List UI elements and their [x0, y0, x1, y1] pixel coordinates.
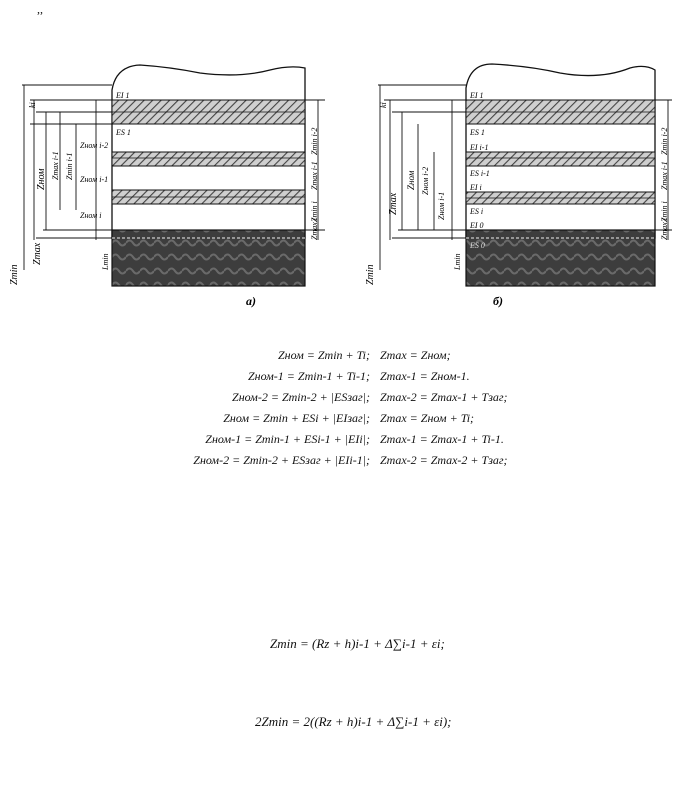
figure-a-inner-znom-1: Zном i-1 — [80, 175, 108, 184]
equation-left: Zном-1 = Zmin-1 + Ti-1; — [247, 369, 370, 383]
equation-row: Zном = Zmin + ESi + |EIзаг|; Zmax = Zном… — [140, 408, 560, 429]
equation-row: Zном-1 = Zmin-1 + Ti-1; Zmax-1 = Zном-1. — [140, 366, 560, 387]
equation-right: Zmax = Zном + Ti; — [380, 411, 475, 425]
figure-a-right-2: Zmax i-1 — [310, 161, 319, 190]
equation-row: Zном-1 = Zmin-1 + ESi-1 + |EIi|; Zmax-1 … — [140, 429, 560, 450]
equation-left: Zном = Zmin + Ti; — [277, 348, 370, 362]
equation-right: Zmax-1 = Zmax-1 + Ti-1. — [380, 432, 504, 446]
figure-b-dim-ki: ki — [379, 102, 388, 108]
equation-right: Zmax-2 = Zmax-1 + Tзаг; — [380, 390, 508, 404]
top-mark: ,, — [37, 2, 43, 16]
figure-b-inner-es-i-1: ES i-1 — [469, 169, 490, 178]
figure-a-inner-znom: Zном i — [80, 211, 101, 220]
figure-a-label-znom: Zном — [36, 168, 47, 190]
figure-b-inner-ei-1: EI 1 — [469, 91, 484, 100]
figure-b-label-znom-i-1: Zном i-1 — [437, 192, 446, 220]
formula-2zmin: 2Zmin = 2((Rz + h)i-1 + Δ∑i-1 + εi); — [255, 714, 452, 729]
figure-a-label: а) — [246, 294, 256, 308]
equation-row: Zном = Zmin + Ti; Zmax = Zном; — [140, 345, 560, 366]
figure-b-label: б) — [493, 294, 503, 308]
figure-a-hatch-2 — [111, 151, 306, 167]
figure-b-inner-ei-i-1: EI i-1 — [469, 143, 488, 152]
figure-b: Zmin Zmax Zном Zном i-2 Zном i-1 Zmin i-… — [365, 63, 672, 308]
figure-a-right-1: Zmin i-2 — [310, 128, 319, 155]
figure-a-inner-ei: EI 1 — [115, 91, 130, 100]
figure-b-inner-es-0: ES 0 — [469, 241, 485, 250]
figure-a-inner-es: ES 1 — [115, 128, 131, 137]
figure-b-right-2: Zmax i-1 — [660, 161, 669, 190]
figure-b-right-4: Zmax i — [660, 218, 669, 240]
figure-b-inner-es-1: ES 1 — [469, 128, 485, 137]
equation-row: Zном-2 = Zmin-2 + ESзаг + |EIi-1|; Zmax-… — [140, 450, 560, 471]
figure-a-dark-block — [111, 229, 306, 287]
figure-a-inner-znom-2: Zном i-2 — [80, 141, 108, 150]
figure-b-right-1: Zmin i-2 — [660, 128, 669, 155]
figure-b-label-zmax: Zmax — [388, 192, 399, 215]
figure-a-label-zmin: Zmin — [9, 264, 20, 285]
figure-a-dim-lmin: Lmin — [101, 254, 110, 271]
equation-right: Zmax-2 = Zmax-2 + Tзаг; — [380, 453, 508, 467]
figure-b-hatch-2 — [465, 151, 656, 167]
figure-a-label-zmax-i-1: Zmax i-1 — [51, 151, 60, 180]
figures-svg: Zmin Zmax Zном Zmax i-1 Zmin i-1 Zmin i-… — [9, 63, 672, 308]
figure-b-label-zmin: Zmin — [365, 264, 376, 285]
figure-b-dark-block — [465, 229, 656, 287]
equation-row: Zном-2 = Zmin-2 + |ESзаг|; Zmax-2 = Zmax… — [140, 387, 560, 408]
figure-a-label-zmax: Zmax — [32, 242, 43, 265]
equation-left: Zном-2 = Zmin-2 + ESзаг + |EIi-1|; — [193, 453, 370, 467]
figure-a: Zmin Zmax Zном Zmax i-1 Zmin i-1 Zmin i-… — [9, 64, 325, 308]
equation-left: Zном-1 = Zmin-1 + ESi-1 + |EIi|; — [205, 432, 370, 446]
equations-block: Zном = Zmin + Ti; Zmax = Zном; Zном-1 = … — [140, 345, 560, 471]
figure-b-inner-ei-0: EI 0 — [469, 221, 484, 230]
figure-b-right-3: Zmin i — [660, 201, 669, 222]
figure-a-right-4: Zmax i — [310, 218, 319, 240]
figure-b-inner-es-i: ES i — [469, 207, 483, 216]
figure-b-label-znom-i-2: Zном i-2 — [421, 167, 430, 195]
figure-a-label-zmin-i-1: Zmin i-1 — [65, 153, 74, 180]
figure-a-right-3: Zmin i — [310, 201, 319, 222]
equation-right: Zmax-1 = Zном-1. — [380, 369, 470, 383]
figure-b-label-znom: Zном — [406, 170, 416, 190]
equation-left: Zном = Zmin + ESi + |EIзаг|; — [223, 411, 370, 425]
equation-right: Zmax = Zном; — [380, 348, 451, 362]
figure-b-inner-ei-i: EI i — [469, 183, 482, 192]
equation-left: Zном-2 = Zmin-2 + |ESзаг|; — [232, 390, 370, 404]
formula-zmin: Zmin = (Rz + h)i-1 + Δ∑i-1 + εi; — [270, 636, 445, 651]
figure-b-outline — [465, 63, 656, 239]
figure-a-dim-ki: ki — [28, 102, 37, 108]
figure-b-dim-lmin: Lmin — [453, 254, 462, 271]
